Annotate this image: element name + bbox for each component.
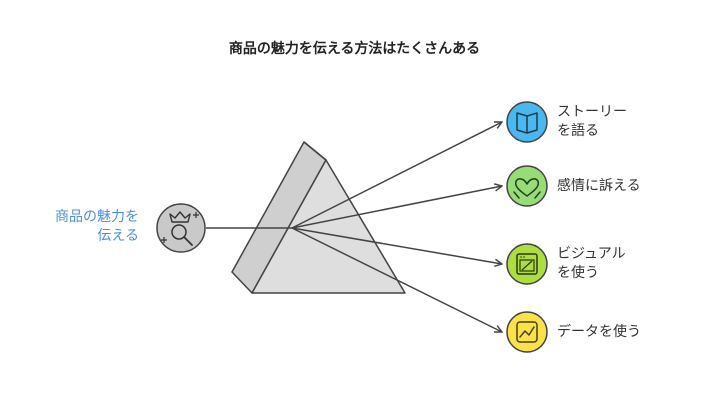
- output-arrow-2: [291, 186, 502, 229]
- prism-front-face: [251, 159, 406, 294]
- output-label-3-line2: を使う: [557, 265, 599, 281]
- picture-icon: [506, 243, 548, 285]
- output-label-3-line1: ビジュアル: [557, 246, 626, 262]
- output-label-1-line2: を語る: [557, 123, 599, 139]
- heart-hands-icon: [506, 165, 548, 207]
- diagram-title: 商品の魅力を伝える方法はたくさんある: [228, 41, 481, 57]
- book-icon: [506, 101, 548, 143]
- chart-icon: [506, 311, 548, 353]
- output-label-4-line1: データを使う: [557, 324, 641, 340]
- output-arrow-1: [291, 122, 502, 229]
- output-label-2-line1: 感情に訴える: [557, 178, 641, 194]
- output-label-3: ビジュアル を使う: [557, 245, 626, 283]
- output-arrow-3: [291, 227, 502, 264]
- input-label-line1: 商品の魅力を: [55, 209, 139, 225]
- input-label-line2: 伝える: [97, 228, 139, 244]
- output-label-4: データを使う: [557, 323, 641, 342]
- output-arrow-4: [291, 227, 502, 332]
- output-label-1: ストーリー を語る: [557, 103, 627, 141]
- output-label-1-line1: ストーリー: [557, 104, 627, 120]
- output-label-2: 感情に訴える: [557, 177, 641, 196]
- prism: [231, 141, 406, 294]
- crown-magnifier-icon: [156, 203, 206, 253]
- input-label: 商品の魅力を 伝える: [55, 208, 139, 246]
